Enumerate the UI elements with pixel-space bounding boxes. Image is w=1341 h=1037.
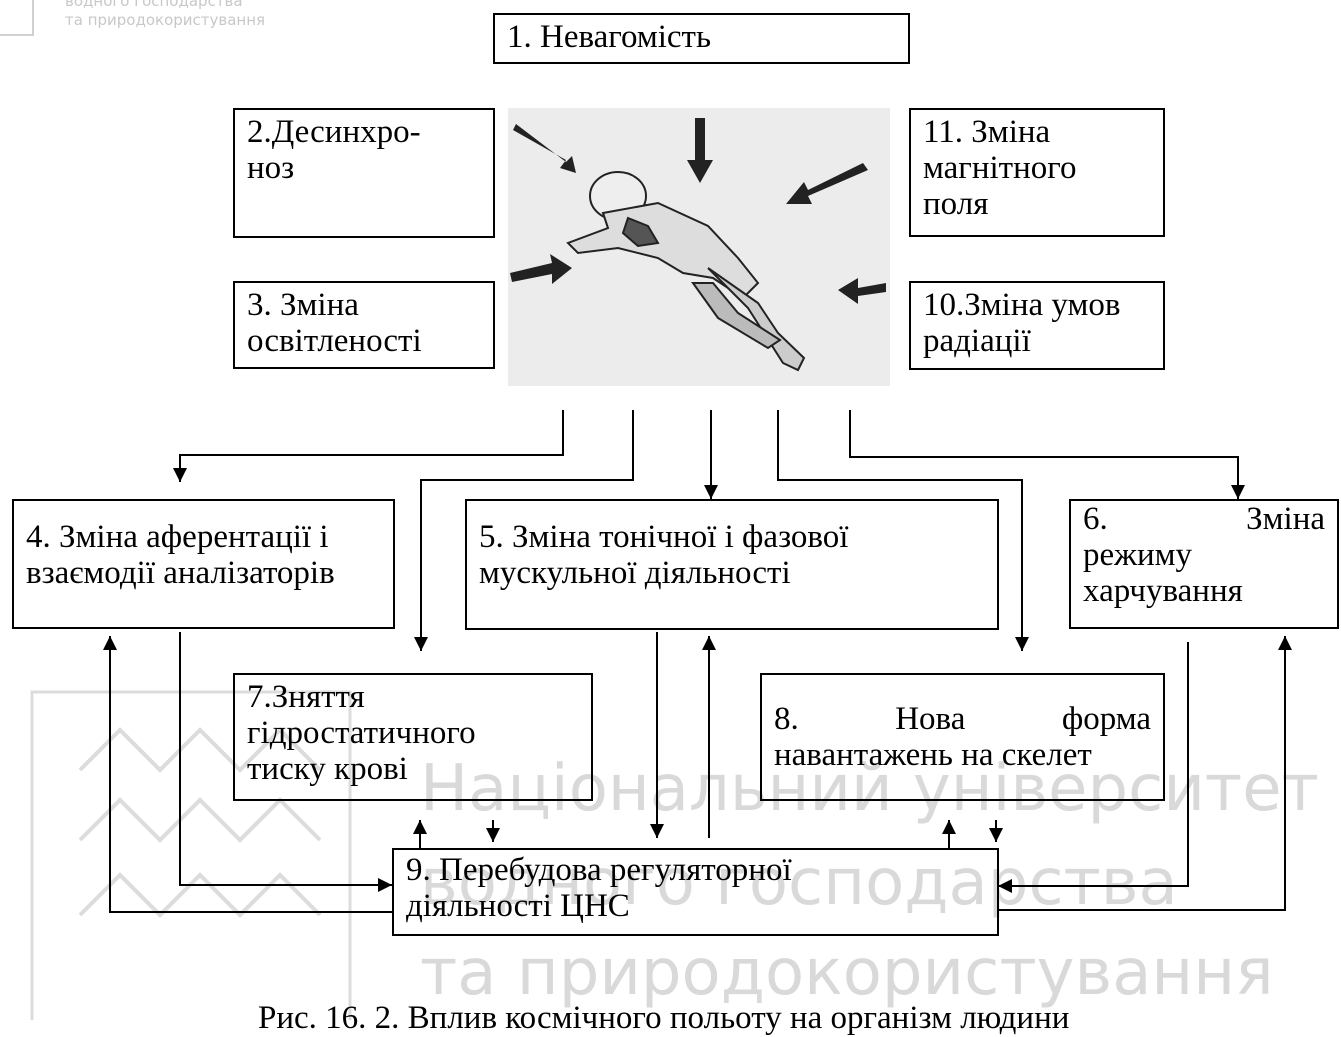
box-cns-restructuring: 9. Перебудова регуляторної діяльності ЦН…	[392, 848, 999, 936]
box-8-line-2: навантажень на скелет	[774, 737, 1151, 773]
box-5-line-1: 5. Зміна тонічної і фазової	[479, 519, 985, 555]
box-illumination-change: 3. Зміна освітленості	[233, 281, 495, 369]
box-radiation-change: 10.Зміна умов радіації	[909, 281, 1165, 370]
box-6-line-1: 6. Зміна	[1083, 501, 1325, 537]
box-skeleton-load: 8. Нова форма навантажень на скелет	[760, 673, 1165, 801]
box-weightlessness: 1. Невагомість	[493, 13, 910, 64]
box-magnetic-field-change: 11. Зміна магнітного поля	[909, 108, 1165, 237]
box-3-line-1: 3. Зміна	[247, 287, 481, 323]
box-muscle-activity-change: 5. Зміна тонічної і фазової мускульної д…	[465, 499, 999, 630]
box-7-line-2: гідростатичного	[247, 715, 579, 751]
box-4-line-2: взаємодії аналізаторів	[26, 555, 381, 591]
box-11-line-2: магнітного	[923, 150, 1151, 186]
box-nutrition-change: 6. Зміна режиму харчування	[1069, 499, 1339, 629]
box-2-line-1: 2.Десинхро-	[247, 114, 481, 150]
box-4-line-1: 4. Зміна аферентації і	[26, 519, 381, 555]
box-10-line-2: радіації	[923, 323, 1151, 359]
box-6-line-3: харчування	[1083, 573, 1325, 609]
box-hydrostatic-pressure: 7.Зняття гідростатичного тиску крові	[233, 673, 593, 801]
box-desynchronosis: 2.Десинхро- ноз	[233, 108, 495, 238]
box-afferentation-change: 4. Зміна аферентації і взаємодії аналіза…	[12, 499, 395, 629]
figure-caption: Рис. 16. 2. Вплив космічного польоту на …	[258, 1000, 1069, 1037]
box-6-line-2: режиму	[1083, 537, 1325, 573]
box-8-line-1: 8. Нова форма	[774, 701, 1151, 737]
box-5-line-2: мускульної діяльності	[479, 555, 985, 591]
box-10-line-1: 10.Зміна умов	[923, 287, 1151, 323]
box-11-line-3: поля	[923, 186, 1151, 222]
box-7-line-1: 7.Зняття	[247, 679, 579, 715]
box-1-line-1: 1. Невагомість	[507, 19, 896, 55]
box-9-line-2: діяльності ЦНС	[406, 888, 985, 924]
box-11-line-1: 11. Зміна	[923, 114, 1151, 150]
box-3-line-2: освітленості	[247, 323, 481, 359]
box-2-line-2: ноз	[247, 150, 481, 186]
box-9-line-1: 9. Перебудова регуляторної	[406, 852, 985, 888]
box-7-line-3: тиску крові	[247, 751, 579, 787]
